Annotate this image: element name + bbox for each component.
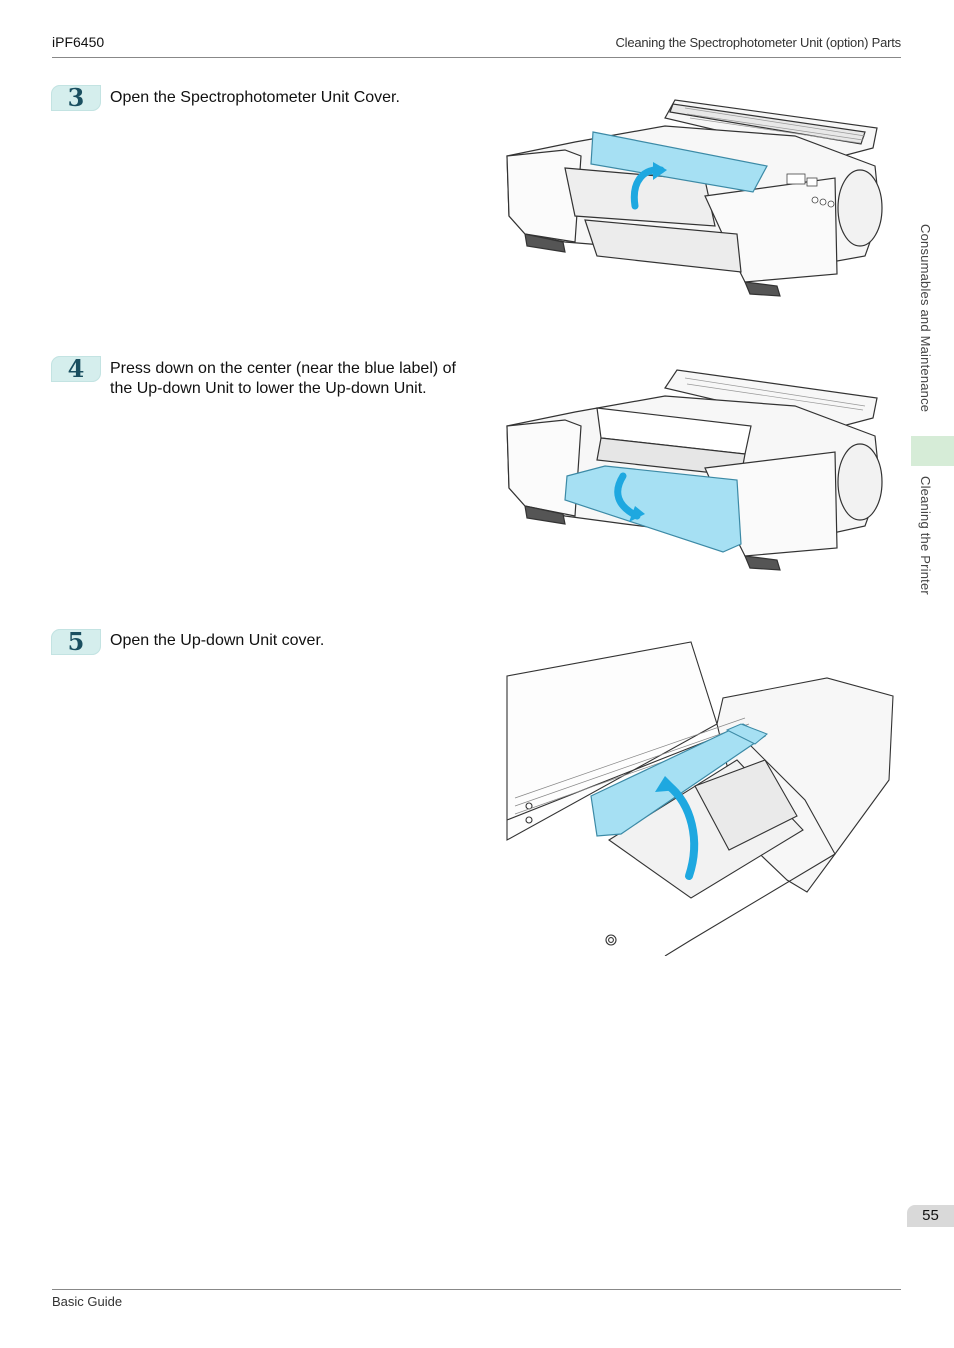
side-tab-current-marker	[911, 436, 954, 466]
side-tab-chapter[interactable]: Consumables and Maintenance	[918, 224, 933, 413]
header-section-title: Cleaning the Spectrophotometer Unit (opt…	[615, 35, 901, 50]
step-5-text: Open the Up-down Unit cover.	[110, 632, 325, 649]
step-3-text: Open the Spectrophotometer Unit Cover.	[110, 89, 400, 106]
footer-title: Basic Guide	[52, 1294, 123, 1309]
printer-cover-open-illustration	[506, 99, 883, 297]
header-divider	[52, 57, 901, 58]
header-model: iPF6450	[52, 34, 105, 50]
step-5-badge: 5	[51, 627, 101, 656]
up-down-unit-cover-open-illustration	[506, 641, 894, 956]
step-4-badge: 4	[51, 354, 101, 383]
page-number: 55	[907, 1205, 954, 1227]
side-tab-section[interactable]: Cleaning the Printer	[918, 476, 933, 595]
step-4-text-line-2: the Up-down Unit to lower the Up-down Un…	[110, 380, 427, 397]
step-3-badge: 3	[51, 83, 101, 112]
step-5-number: 5	[67, 627, 85, 656]
step-4-text: Press down on the center (near the blue …	[110, 359, 456, 399]
footer-divider	[52, 1289, 901, 1290]
step-4-text-line-1: Press down on the center (near the blue …	[110, 360, 456, 377]
step-4-number: 4	[67, 354, 85, 383]
up-down-unit-lower-illustration	[506, 369, 883, 571]
step-3-number: 3	[67, 83, 85, 112]
